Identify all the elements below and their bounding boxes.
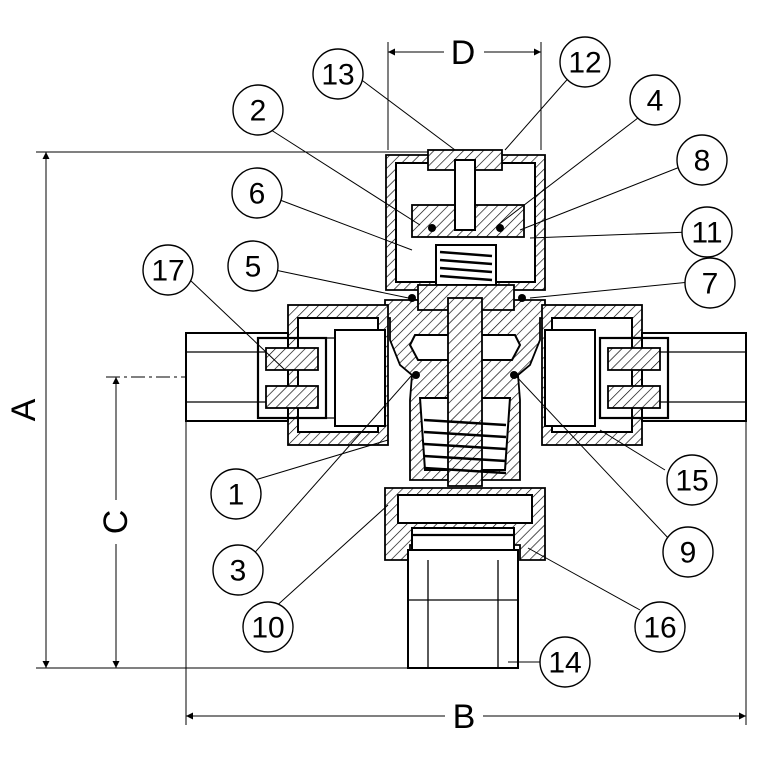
left-check-valve: [256, 336, 328, 420]
leader-5: [274, 269, 419, 301]
callout-11-circle: [681, 206, 733, 258]
right-check-valve: [598, 336, 670, 420]
leader-17: [189, 279, 286, 371]
o-ring-3: [412, 371, 420, 379]
leader-13: [354, 74, 456, 151]
callout-5-label: 5: [245, 251, 262, 284]
callout-6-label: 6: [249, 178, 266, 211]
dim-c-label: C: [97, 510, 135, 535]
callout-1-circle: [210, 468, 262, 520]
callout-9: 9: [662, 526, 714, 578]
callout-2-label: 2: [250, 95, 267, 128]
callout-8-circle: [676, 134, 728, 186]
lower-spring: [423, 418, 507, 475]
leader-16: [527, 547, 641, 611]
callout-1: 1: [210, 468, 262, 520]
callout-8-label: 8: [694, 145, 711, 178]
leader-8: [519, 164, 686, 231]
callout-16-circle: [634, 601, 686, 653]
o-ring-1: [408, 294, 416, 302]
callout-10-label: 10: [251, 612, 284, 645]
callout-1-label: 1: [228, 479, 245, 512]
callout-7-circle: [684, 257, 736, 309]
callout-14-label: 14: [548, 647, 581, 680]
callout-14-circle: [539, 636, 591, 688]
leader-1: [254, 439, 389, 481]
callout-11: 11: [681, 206, 733, 258]
callout-9-label: 9: [680, 537, 697, 570]
callout-3: 3: [212, 544, 264, 596]
callout-14: 14: [539, 636, 591, 688]
callout-5-circle: [227, 240, 279, 292]
left-check-valve-lower: [265, 385, 319, 409]
leader-9: [514, 374, 671, 541]
callout-7-label: 7: [702, 268, 719, 301]
callout-16: 16: [634, 601, 686, 653]
callout-10: 10: [242, 601, 294, 653]
callout-10-circle: [242, 601, 294, 653]
bottom-nut-bore: [397, 494, 533, 524]
right-check-valve-upper: [607, 347, 661, 371]
leader-11: [529, 231, 691, 239]
dim-b-label: B: [453, 698, 476, 736]
o-ring-5: [428, 224, 436, 232]
callout-8: 8: [676, 134, 728, 186]
callout-12-circle: [559, 36, 611, 88]
callout-6-circle: [231, 167, 283, 219]
right-insert: [544, 329, 596, 427]
leader-3: [249, 374, 413, 559]
callout-13-label: 13: [321, 59, 354, 92]
callout-12: 12: [559, 36, 611, 88]
callout-12-label: 12: [568, 47, 601, 80]
callout-15-circle: [666, 454, 718, 506]
callout-2-circle: [232, 84, 284, 136]
dim-c-label-bg: [97, 500, 135, 544]
callout-7: 7: [684, 257, 736, 309]
leader-2: [267, 127, 421, 226]
callout-6: 6: [231, 167, 283, 219]
leader-4: [497, 104, 656, 226]
adjust-spindle: [454, 159, 476, 231]
outlet-fitting: [411, 527, 515, 551]
callout-3-label: 3: [230, 555, 247, 588]
callout-16-label: 16: [643, 612, 676, 645]
callout-4-label: 4: [647, 85, 664, 118]
callout-17-circle: [142, 244, 194, 296]
callout-13-circle: [312, 48, 364, 100]
o-ring-6: [496, 224, 504, 232]
dim-d-label: D: [451, 34, 476, 72]
callout-13: 13: [312, 48, 364, 100]
callout-15-label: 15: [675, 465, 708, 498]
dim-b-label-bg: [445, 700, 483, 734]
callout-2: 2: [232, 84, 284, 136]
upper-spring: [439, 250, 493, 282]
callout-15: 15: [666, 454, 718, 506]
dim-a-label: A: [5, 398, 43, 421]
outlet-pipe: [407, 549, 519, 669]
left-insert: [334, 329, 386, 427]
callout-11-label: 11: [691, 217, 722, 250]
o-ring-4: [510, 371, 518, 379]
callout-17: 17: [142, 244, 194, 296]
callout-4-circle: [629, 74, 681, 126]
valve-body: [185, 149, 747, 669]
o-ring-2: [518, 294, 526, 302]
thermostat-element: [447, 297, 483, 487]
dim-d-label-bg: [444, 34, 484, 72]
callout-9-circle: [662, 526, 714, 578]
leader-7: [529, 281, 691, 299]
callout-3-circle: [212, 544, 264, 596]
leader-15: [599, 429, 666, 471]
callout-5: 5: [227, 240, 279, 292]
leader-6: [279, 199, 413, 251]
right-check-valve-lower: [607, 385, 661, 409]
callout-17-label: 17: [151, 255, 184, 288]
leader-10: [271, 504, 389, 611]
callout-4: 4: [629, 74, 681, 126]
